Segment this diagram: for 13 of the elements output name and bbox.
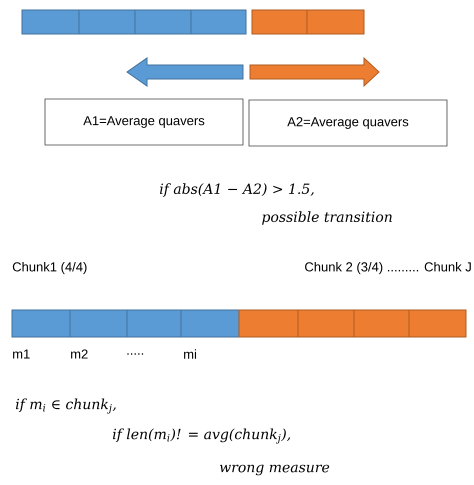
condition-formula: possible transition	[262, 211, 392, 225]
condition-formula: if abs(A1 − A2) > 1.5,	[160, 183, 314, 197]
text-box: A1=Average quavers	[44, 98, 244, 146]
condition-formula: if len(m$_{i}$)! = avg(chunk$_{j}$),	[112, 428, 290, 444]
chunk-label: Chunk1 (4/4)	[12, 262, 87, 274]
chunk-label: Chunk 2 (3/4) ......... Chunk J	[305, 262, 471, 274]
condition-formula: if m$_{i}$ ∈ chunk$_{j}$,	[16, 398, 116, 414]
measure-label: .....	[127, 353, 144, 355]
measure-label: mi	[184, 349, 196, 359]
measure-label: m2	[71, 349, 88, 359]
text-box: A2=Average quavers	[248, 100, 448, 146]
measure-label: m1	[13, 350, 30, 358]
condition-formula: wrong measure	[220, 464, 330, 476]
